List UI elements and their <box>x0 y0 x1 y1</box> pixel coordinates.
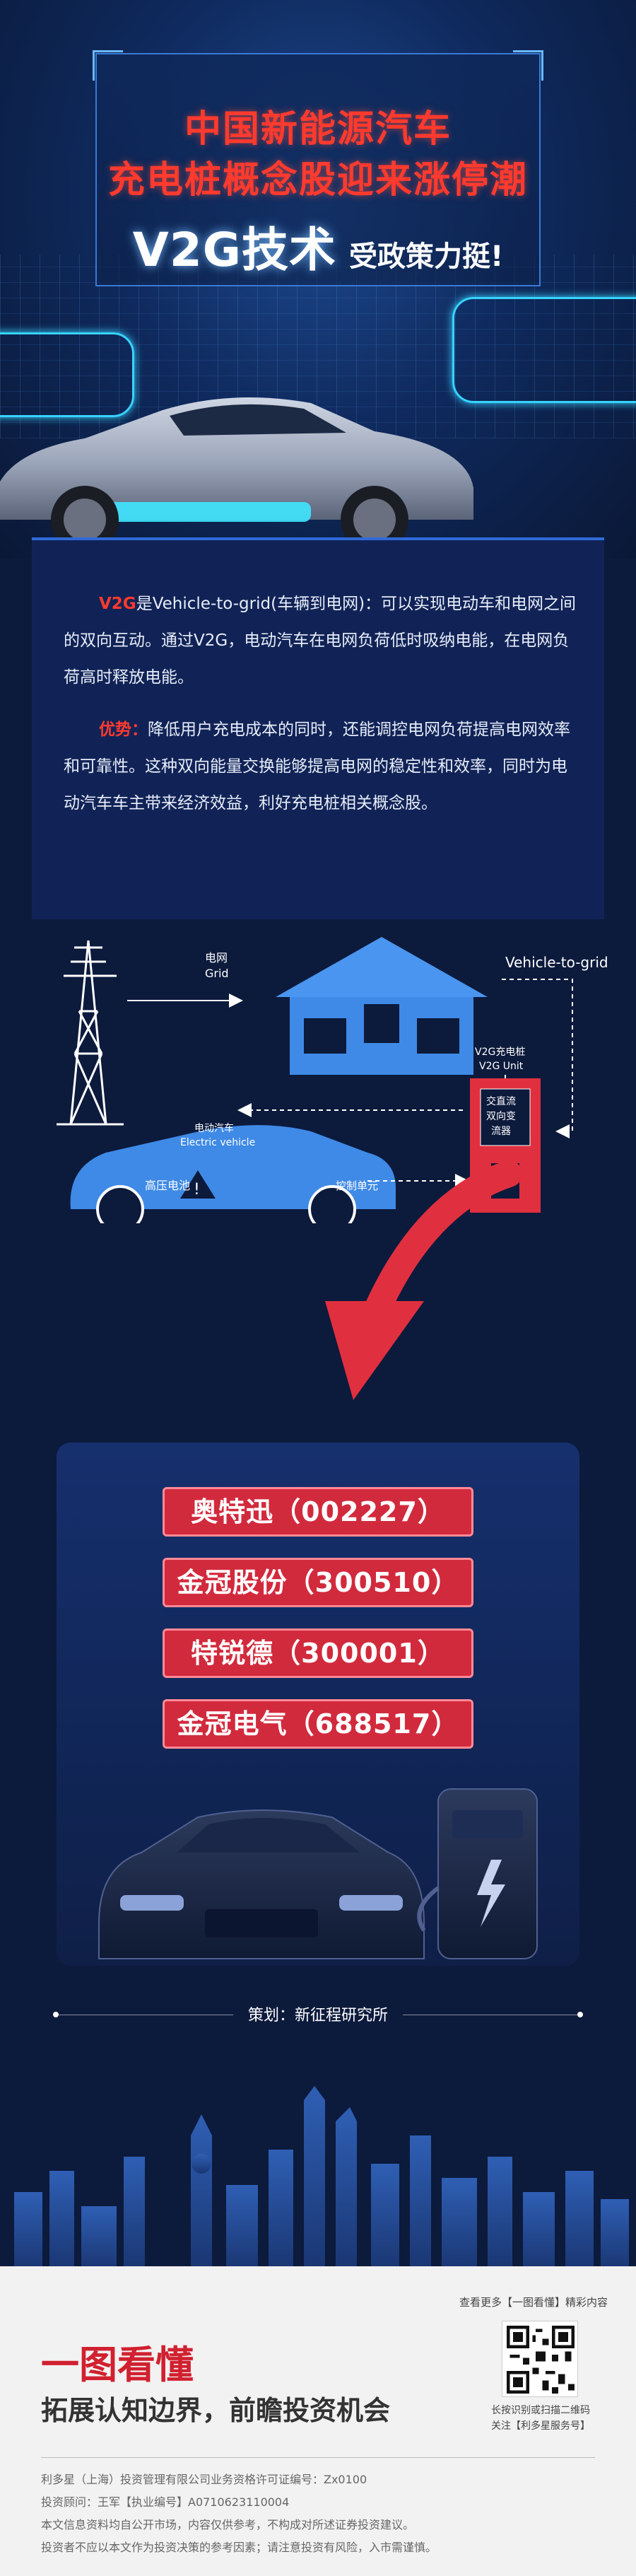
hero-title-line-1: 中国新能源汽车 <box>184 108 452 151</box>
neon-line-decoration <box>0 332 134 417</box>
stock-tag: 金冠股份（300510） <box>163 1558 473 1607</box>
legal-line: 本文信息资料均自公开市场，内容仅供参考，不构成对所述证券投资建议。 <box>41 2518 415 2531</box>
pile-label-en: V2G Unit <box>479 1061 524 1072</box>
legal-line: 利多星（上海）投资管理有限公司业务资格许可证编号：Zx0100 <box>41 2473 367 2486</box>
legal-line: 投资顾问：王军【执业编号】A0710623110004 <box>41 2495 290 2509</box>
planner-credit: 策划：新征程研究所 <box>0 2003 636 2025</box>
footer <box>0 2266 636 2576</box>
electric-vehicle-icon: ! <box>70 1125 396 1223</box>
ev-label-cn: 电动汽车 <box>194 1122 234 1134</box>
qr-hint-line-2: 关注【利多星服务号】 <box>491 2420 590 2432</box>
stock-tag: 奥特迅（002227） <box>163 1487 473 1537</box>
intro-paragraph-advantage: 优势：降低用户充电成本的同时，还能调控电网负荷提高电网效率和可靠性。这种双向能量… <box>64 711 579 822</box>
qr-hint: 长按识别或扫描二维码 关注【利多星服务号】 <box>481 2403 601 2434</box>
grid-label-cn: 电网 <box>205 951 228 964</box>
ev-label-en: Electric vehicle <box>180 1137 255 1148</box>
v2g-term: V2G <box>99 595 136 613</box>
v2g-flow-label: Vehicle-to-grid <box>505 954 608 971</box>
hero-policy-text: 受政策力挺! <box>348 240 504 273</box>
qr-caption: 查看更多【一图看懂】精彩内容 <box>459 2296 608 2309</box>
stock-tag: 特锐德（300001） <box>163 1628 473 1678</box>
down-arrow-icon <box>325 1160 522 1400</box>
brand-title: 一图看懂 <box>41 2342 194 2387</box>
intro-card <box>32 537 604 919</box>
v2g-charging-pile-icon <box>470 1078 541 1213</box>
brand-slogan: 拓展认知边界，前瞻投资机会 <box>41 2394 391 2426</box>
divider <box>41 2457 595 2458</box>
v2g-diagram: 电网 Grid Vehicle-to-grid V2G充电桩 V2G Unit … <box>57 937 608 1223</box>
hero-banner: 中国新能源汽车 充电桩概念股迎来涨停潮 V2G技术受政策力挺! <box>0 0 636 559</box>
control-unit-label: 控制单元 <box>336 1179 378 1192</box>
intro-paragraph-v2g: V2G是Vehicle-to-grid(车辆到电网)：可以实现电动车和电网之间的… <box>64 585 579 696</box>
hero-v2g-title: V2G技术 <box>132 223 336 277</box>
house-icon <box>276 937 488 1075</box>
converter-line-3: 流器 <box>491 1126 511 1137</box>
grid-label-en: Grid <box>205 967 229 980</box>
transmission-tower-icon <box>57 940 124 1126</box>
hero-title-line-2: 充电桩概念股迎来涨停潮 <box>107 159 528 202</box>
hero-subtitle: V2G技术受政策力挺! <box>0 212 636 280</box>
v2g-definition: 是Vehicle-to-grid(车辆到电网)：可以实现电动车和电网之间的双向互… <box>64 595 577 687</box>
qr-code-icon[interactable] <box>502 2321 578 2397</box>
advantage-text: 降低用户充电成本的同时，还能调控电网负荷提高电网效率和可靠性。这种双向能量交换能… <box>64 721 570 812</box>
battery-label: 高压电池 <box>145 1179 190 1192</box>
electric-car-illustration <box>0 397 473 554</box>
neon-line-decoration <box>452 297 636 403</box>
city-skyline-illustration <box>14 2086 629 2270</box>
converter-line-2: 双向变 <box>486 1111 516 1122</box>
qr-hint-line-1: 长按识别或扫描二维码 <box>491 2405 590 2416</box>
legal-line: 投资者不应以本文作为投资决策的参考因素；请注意投资有风险，入市需谨慎。 <box>41 2541 437 2554</box>
converter-line-1: 交直流 <box>486 1095 516 1107</box>
advantage-term: 优势： <box>99 721 148 739</box>
hero-title-frame <box>93 50 543 286</box>
stock-tag: 金冠电气（688517） <box>163 1699 473 1749</box>
pile-label-cn: V2G充电桩 <box>475 1046 525 1058</box>
car-and-charger-illustration <box>98 1788 538 1959</box>
svg-text:!: ! <box>194 1181 200 1199</box>
